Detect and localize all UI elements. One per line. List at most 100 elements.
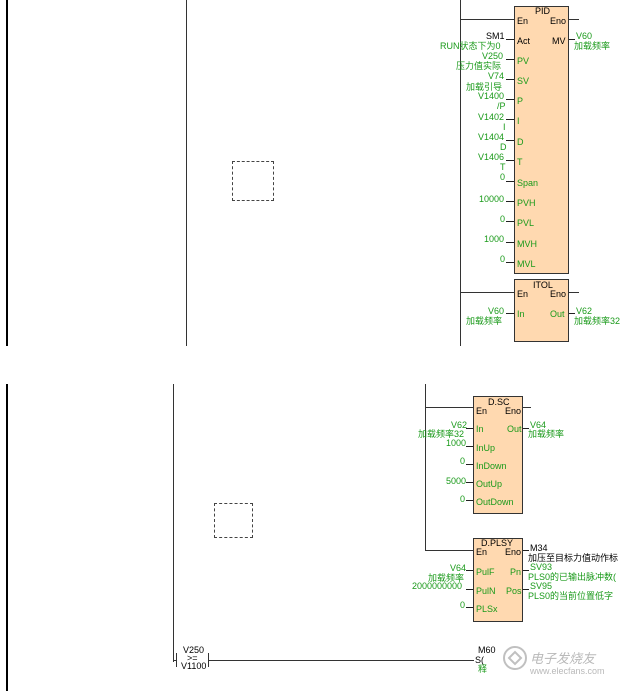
dsc-pin-inup: InUp [476, 443, 496, 453]
pid-pin-d: D [517, 137, 524, 147]
coil[interactable]: M60 S( 释 [474, 645, 500, 675]
dsc-eno-label: Eno [505, 406, 522, 416]
pid-pin-lead-span [506, 181, 514, 182]
dplsy-pin-pn: Pn [510, 567, 522, 577]
pid-en-label: En [517, 16, 529, 26]
pid-in-mvh-op: 1000 [484, 234, 505, 244]
dsc-out-op: V64 [530, 420, 547, 430]
pid-eno-wire [569, 19, 579, 20]
compare-row-wire-left [173, 660, 176, 661]
dsc-outup-op: 5000 [446, 476, 467, 486]
dplsy-in-pulf-op: V64 [450, 563, 467, 573]
compare-contact-right-bar [208, 653, 209, 667]
pid-pin-leads [506, 39, 514, 40]
itol-en-wire [460, 292, 515, 293]
left-power-rail-top [6, 0, 8, 346]
pid-block[interactable]: PID En Eno Act MV PV SV P I D T Span PVH… [514, 6, 569, 274]
dsc-pin-indown: InDown [476, 461, 507, 471]
itol-block[interactable]: ITOL En Eno In Out [514, 279, 569, 342]
pid-pin-sv: SV [517, 76, 530, 86]
pid-pin-i: I [517, 116, 520, 126]
pid-in-pv-comment: 压力值实际 [456, 61, 502, 71]
vertical-wire-top-mid [186, 0, 187, 346]
compare-top-op: V250 [183, 645, 205, 655]
dplsy-en-wire [425, 550, 474, 551]
dplsy-pin-puln: PulN [476, 586, 496, 596]
pid-in-sv-op: V74 [488, 71, 505, 81]
dplsy-pin-plsx: PLSx [476, 604, 498, 614]
pid-pin-mvh: MVH [517, 239, 537, 249]
itol-title: ITOL [533, 280, 553, 290]
compare-operator: >= [187, 653, 198, 663]
dplsy-out-pos-comment: PLS0的当前位置低字 [528, 591, 614, 601]
dplsy-pin-pulf: PulF [476, 567, 495, 577]
pid-in-pv-op: V250 [482, 51, 504, 61]
watermark-url: www.elecfans.com [530, 666, 605, 676]
dplsy-eno-lead [523, 550, 529, 551]
pid-pin-act: Act [517, 36, 531, 46]
pid-pin-mv: MV [552, 36, 566, 46]
pid-pin-lead-i [506, 119, 514, 120]
dplsy-in-pulf-comment: 加载频率 [428, 573, 465, 583]
dplsy-out-pn-op: SV93 [530, 562, 553, 572]
coil-comment: 释 [478, 664, 488, 674]
pid-mv-lead [569, 39, 575, 40]
itol-out-comment: 加载频率32 [574, 316, 621, 326]
pid-pin-lead-mvl [506, 262, 514, 263]
dplsy-eno-op: M34 [530, 543, 548, 553]
pid-pin-lead-mvh [506, 242, 514, 243]
pid-in-pvh-op: 10000 [479, 194, 505, 204]
dplsy-pulf-lead [466, 570, 473, 571]
dsc-pin-outdown: OutDown [476, 497, 514, 507]
dsc-out-lead [523, 428, 529, 429]
coil-sub: S( [475, 655, 484, 665]
dsc-en-label: En [476, 406, 488, 416]
dsc-en-wire [425, 407, 474, 408]
dsc-pin-in: In [476, 424, 484, 434]
pid-in-sv-comment: 加载引导 [466, 82, 503, 92]
coil-op: M60 [478, 645, 496, 655]
dplsy-block[interactable]: D.PLSY En Eno PulF Pn PulN Pos PLSx [473, 538, 523, 622]
dplsy-en-label: En [476, 547, 488, 557]
pid-pin-lead-p [506, 99, 514, 100]
itol-out-lead [569, 313, 575, 314]
pid-in-p-op: V1400 [478, 91, 505, 101]
selection-box-bottom[interactable] [214, 503, 253, 538]
itol-in-comment: 加载频率 [466, 316, 503, 326]
pid-pin-p: P [517, 96, 524, 106]
dplsy-plsx-lead [466, 607, 473, 608]
pid-pin-lead-t [506, 160, 514, 161]
itol-eno-wire [569, 292, 579, 293]
dsc-in-comment: 加载频率32 [418, 429, 465, 439]
itol-en-label: En [517, 289, 529, 299]
compare-contact[interactable]: V250 >= V1100 [176, 643, 209, 673]
pid-in-d-comment: D [500, 142, 507, 152]
pid-pin-lead-d [506, 140, 514, 141]
pid-pin-pvh: PVH [517, 198, 536, 208]
selection-box-top[interactable] [232, 161, 274, 201]
watermark-title: 电子发烧友 [530, 651, 596, 666]
pid-en-wire [460, 19, 515, 20]
dsc-outup-lead [466, 482, 473, 483]
pid-in-span-op: 0 [500, 172, 506, 182]
pid-out-comment: 加载频率 [574, 41, 611, 51]
pid-in-act-op: SM1 [486, 31, 505, 41]
vertical-wire-top-right [460, 0, 461, 346]
dsc-in-op: V62 [451, 420, 468, 430]
pid-out-op: V60 [576, 31, 593, 41]
pid-in-t-comment: T [500, 162, 506, 172]
dsc-pin-out: Out [507, 424, 522, 434]
itol-out-op: V62 [576, 306, 593, 316]
pid-in-act-comment: RUN状态下为0 [440, 41, 501, 51]
dplsy-title: D.PLSY [481, 538, 514, 548]
vertical-wire-bottom-right [425, 384, 426, 551]
pid-eno-label: Eno [550, 16, 567, 26]
compare-row-wire [209, 660, 474, 661]
dplsy-out-pos-op: SV95 [530, 581, 553, 591]
dplsy-puln-lead [466, 589, 473, 590]
pid-in-p-comment: /P [497, 101, 506, 111]
pid-in-d-op: V1404 [478, 132, 505, 142]
dplsy-eno-label: Eno [505, 547, 522, 557]
dsc-inup-lead [466, 446, 473, 447]
dsc-block[interactable]: D.SC En Eno In Out InUp InDown OutUp Out… [473, 396, 523, 514]
